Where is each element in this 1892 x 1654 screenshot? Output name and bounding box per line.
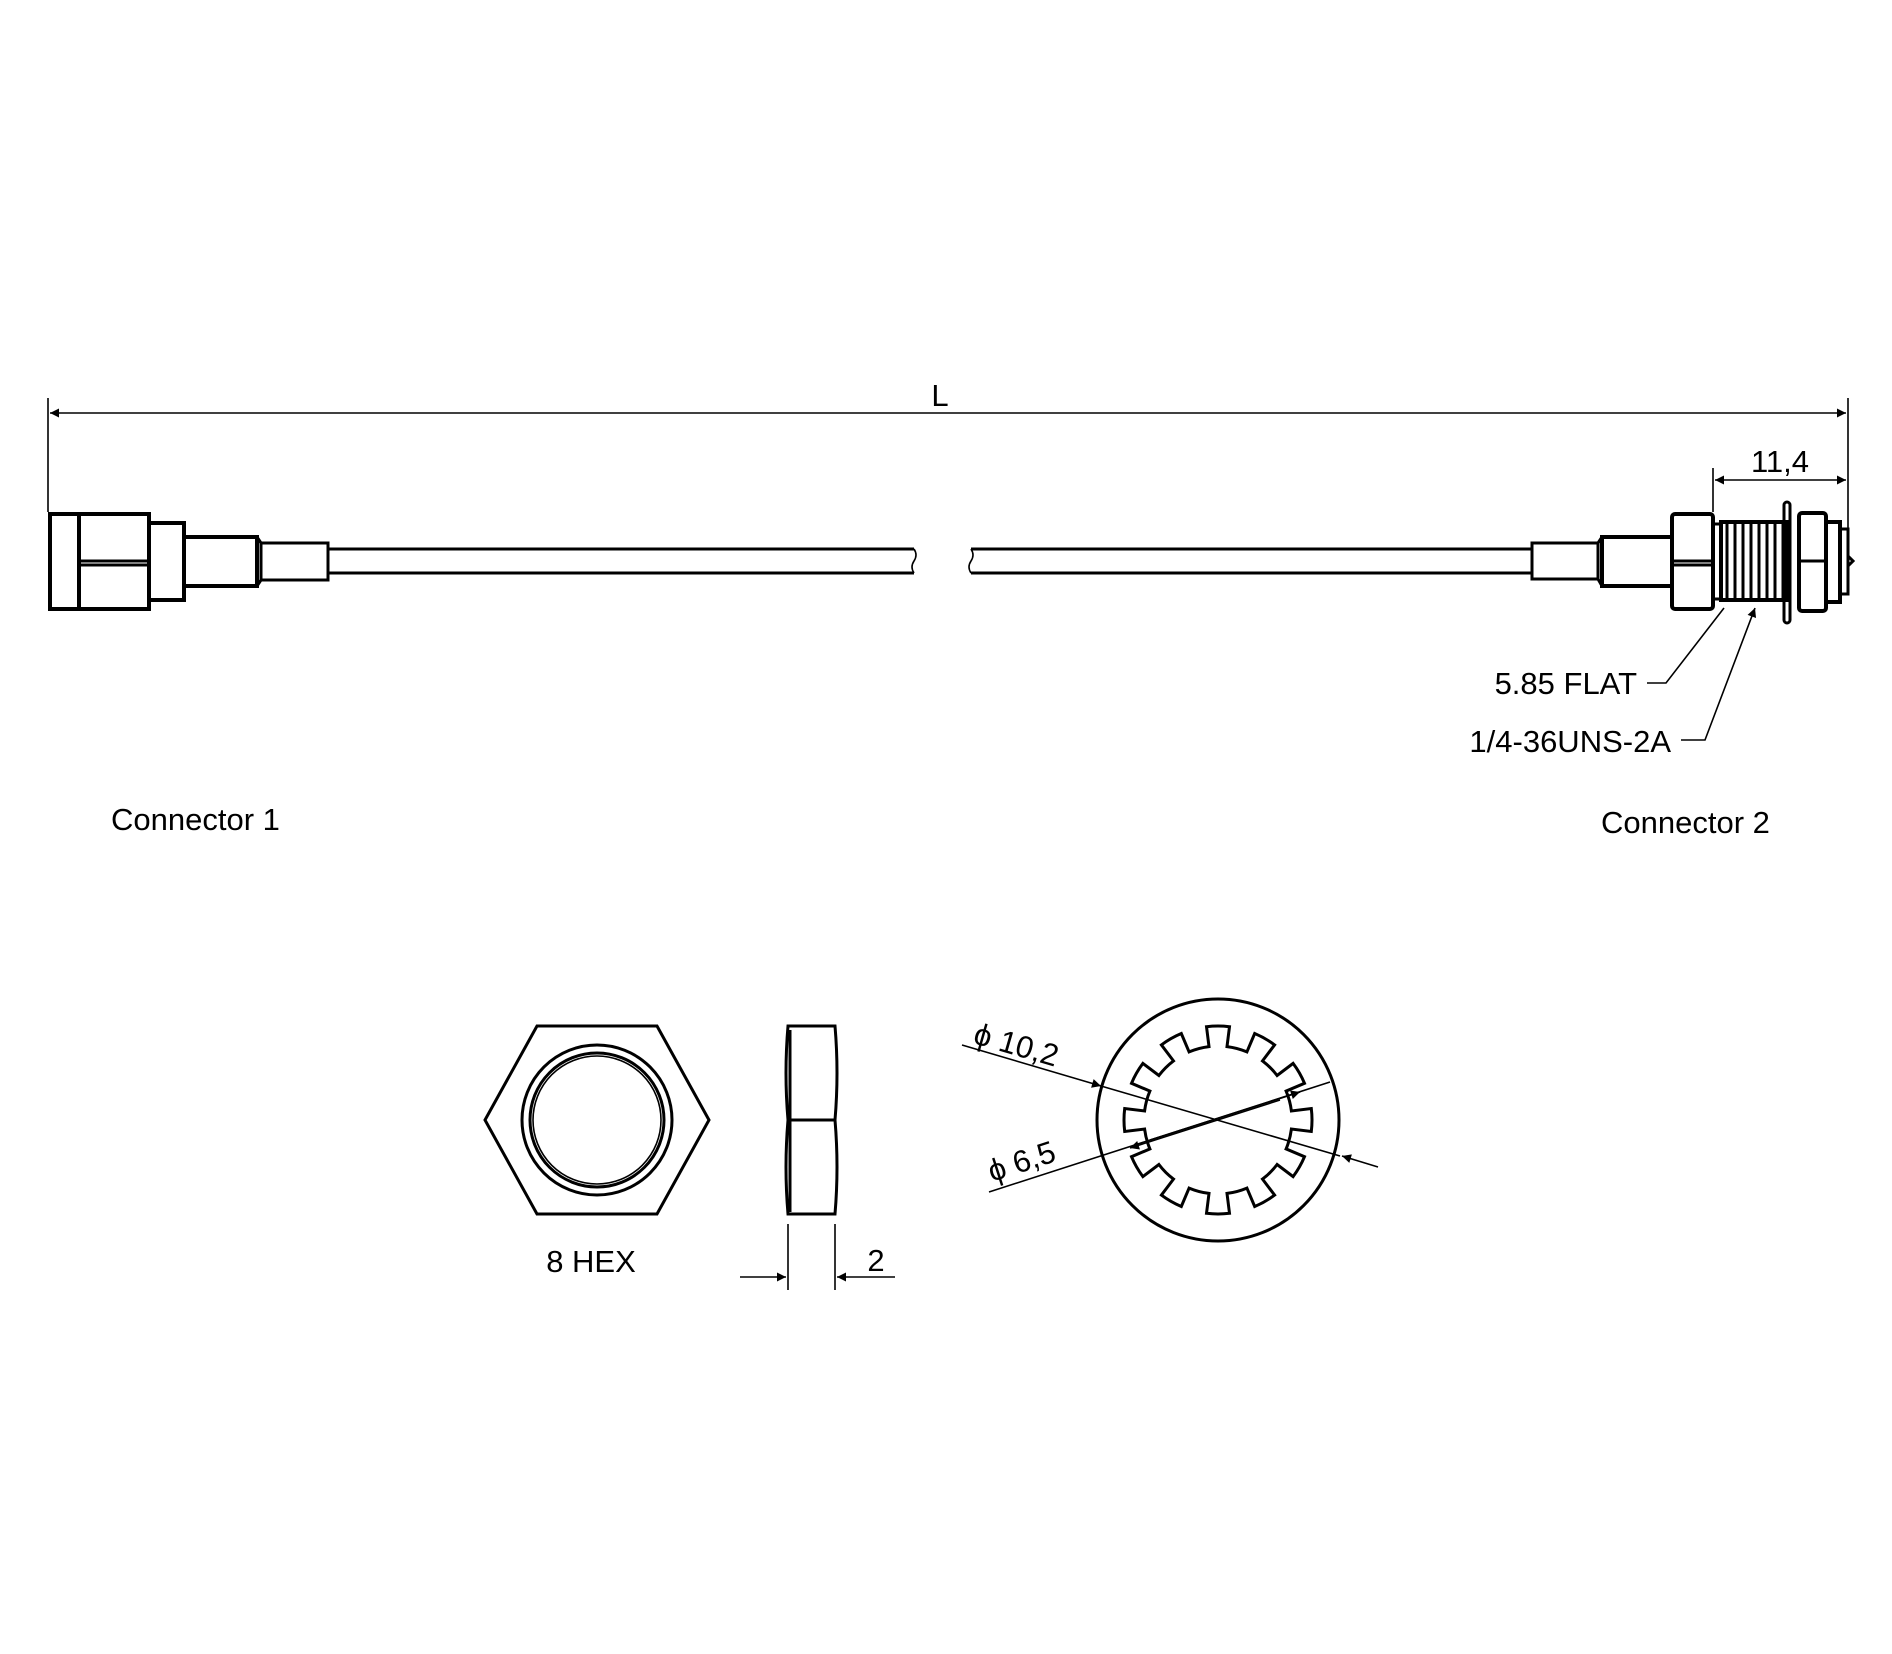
washer-teeth — [1122, 1024, 1314, 1216]
thread — [1719, 520, 1789, 602]
flat-callout: 5.85 FLAT — [1495, 607, 1725, 701]
connector-2-length-dimension: 11,4 — [1712, 444, 1846, 512]
lock-washer: ϕ 10,2 ϕ 6,5 — [961, 997, 1379, 1243]
thread-callout-label: 1/4-36UNS-2A — [1469, 724, 1671, 759]
connector-2-length-label: 11,4 — [1751, 444, 1809, 479]
length-label: L — [931, 378, 948, 413]
thread-callout: 1/4-36UNS-2A — [1469, 607, 1757, 759]
washer-inner-diameter-label: ϕ 6,5 — [983, 1134, 1060, 1189]
hex-nut-label: 8 HEX — [546, 1244, 636, 1279]
overall-length-dimension: L — [47, 378, 1849, 528]
cable — [328, 547, 1532, 575]
hex-nut-side-view: 2 — [740, 1024, 895, 1290]
hex-nut-front-view: 8 HEX — [483, 1024, 711, 1279]
connector-2-bulkhead-jack — [1530, 500, 1856, 625]
flat-callout-label: 5.85 FLAT — [1495, 666, 1638, 701]
connector-2-label: Connector 2 — [1601, 805, 1770, 840]
connector-1-label: Connector 1 — [111, 802, 280, 837]
nut-thickness-label: 2 — [867, 1243, 884, 1278]
connector-1-plug — [48, 512, 330, 611]
washer-outer-diameter-label: ϕ 10,2 — [970, 1016, 1063, 1073]
